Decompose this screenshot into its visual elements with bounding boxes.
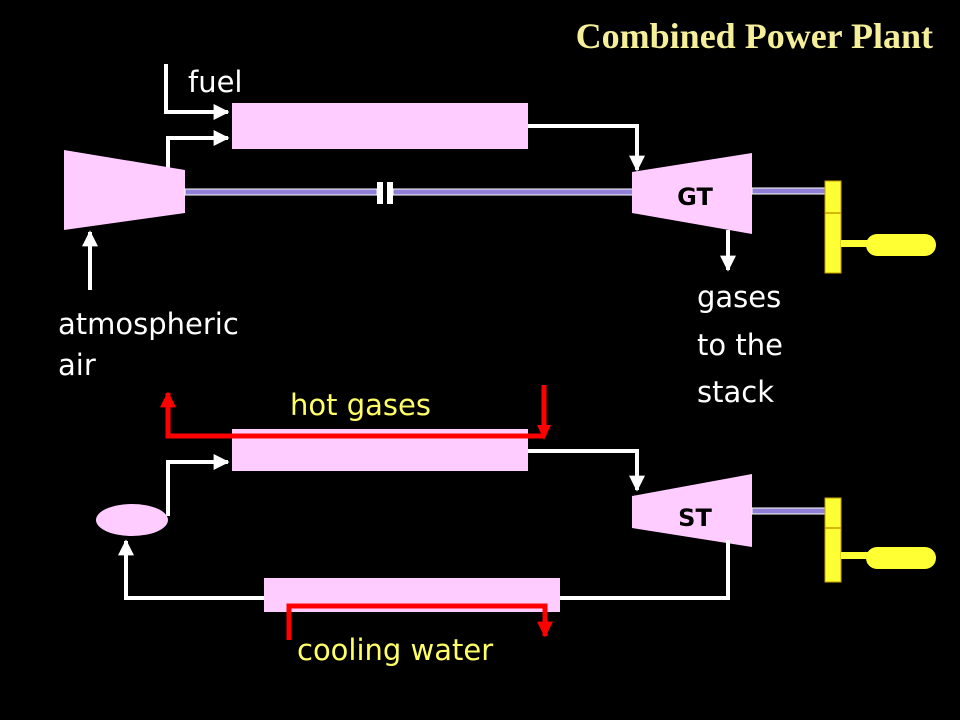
hot-gas-to-gt-line bbox=[528, 124, 645, 172]
st-generator-body bbox=[824, 497, 842, 583]
steam-turbine-label: ST bbox=[678, 504, 712, 532]
gt-generator-handle bbox=[866, 234, 936, 256]
gas-turbine bbox=[632, 153, 752, 234]
shaft-coupling-right bbox=[387, 182, 393, 204]
compressor bbox=[64, 150, 185, 230]
hot-gas-stream bbox=[159, 391, 544, 439]
st-generator-shaft bbox=[751, 507, 827, 515]
fuel-label: fuel bbox=[188, 65, 243, 99]
gt-generator-body bbox=[824, 180, 842, 274]
gt-generator-stem bbox=[841, 240, 869, 247]
cooling-water-stream bbox=[286, 603, 554, 640]
gt-generator-shaft bbox=[751, 187, 827, 195]
gt-shaft-left bbox=[184, 188, 378, 196]
gas-turbine-label: GT bbox=[677, 183, 713, 211]
stack-label-line1: gases bbox=[697, 280, 781, 314]
feed-pump bbox=[96, 504, 168, 536]
combustion-chamber bbox=[232, 103, 528, 149]
steam-turbine bbox=[632, 474, 752, 547]
hot-gas-inlet-arrowhead bbox=[537, 425, 551, 440]
hot-gases-label: hot gases bbox=[290, 388, 431, 422]
atmospheric-air-label-line2: air bbox=[58, 348, 96, 382]
diagram-title: Combined Power Plant bbox=[576, 16, 933, 56]
steam-to-st-line bbox=[528, 449, 645, 492]
fuel-line bbox=[164, 64, 230, 120]
gt-shaft-right bbox=[392, 188, 634, 196]
stack-label-line3: stack bbox=[697, 375, 774, 409]
st-generator-handle bbox=[866, 547, 936, 569]
stack-label-line2: to the bbox=[697, 328, 783, 362]
st-generator-stem bbox=[841, 552, 869, 559]
feedwater-line bbox=[166, 454, 230, 516]
shaft-coupling-left bbox=[377, 182, 383, 204]
compressed-air-line bbox=[166, 130, 230, 168]
cooling-water-label: cooling water bbox=[297, 633, 493, 667]
atmospheric-air-label-line1: atmospheric bbox=[58, 307, 239, 341]
